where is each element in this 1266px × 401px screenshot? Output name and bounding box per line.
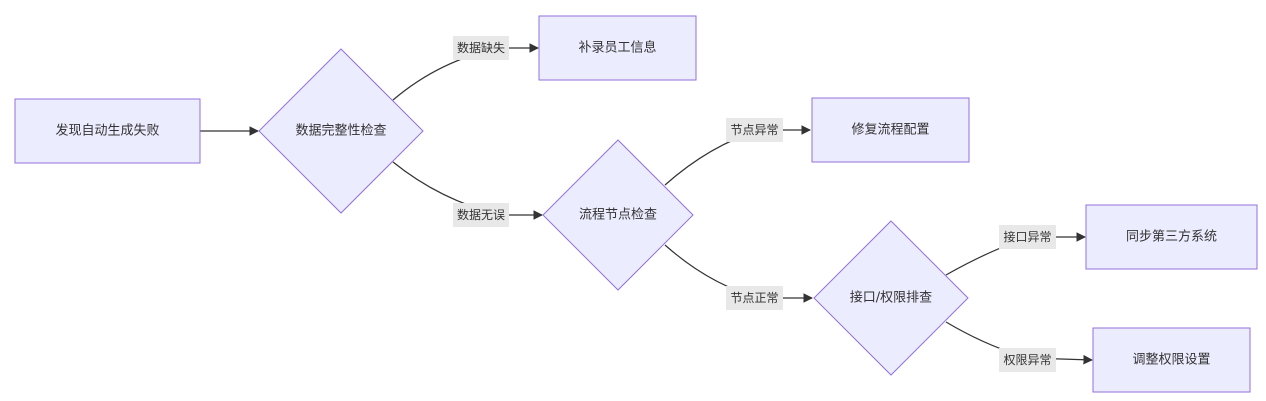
edge-label-node-normal: 节点正常	[726, 286, 783, 310]
node-start-label: 发现自动生成失败	[55, 123, 159, 139]
node-flow-check: 流程节点检查	[542, 139, 694, 291]
node-fix-config: 修复流程配置	[811, 97, 970, 163]
edge-label-data-missing: 数据缺失	[453, 36, 509, 60]
node-sync: 同步第三方系统	[1085, 204, 1258, 270]
edge-label-perm-abnormal-text: 权限异常	[1003, 353, 1051, 367]
node-flow-check-label: 流程节点检查	[579, 208, 657, 223]
edge-label-api-abnormal-text: 接口异常	[1003, 229, 1051, 244]
edge-label-data-ok: 数据无误	[453, 203, 509, 227]
node-api-check: 接口/权限排查	[813, 220, 969, 376]
node-fix-config-label: 修复流程配置	[851, 123, 929, 138]
edge-label-api-abnormal: 接口异常	[999, 225, 1056, 249]
edge-label-node-abnormal: 节点异常	[726, 118, 783, 142]
edge-label-perm-abnormal: 权限异常	[999, 348, 1056, 372]
node-adjust: 调整权限设置	[1092, 327, 1251, 393]
node-fill-info: 补录员工信息	[538, 15, 697, 81]
edge-label-data-ok-text: 数据无误	[457, 207, 505, 222]
node-fill-info-label: 补录员工信息	[578, 40, 656, 56]
node-start: 发现自动生成失败	[14, 98, 201, 164]
node-api-check-label: 接口/权限排查	[850, 290, 932, 306]
node-adjust-label: 调整权限设置	[1132, 352, 1210, 368]
edge-label-data-missing-text: 数据缺失	[457, 40, 505, 55]
edge-label-node-abnormal-text: 节点异常	[730, 123, 778, 137]
edge-label-node-normal-text: 节点正常	[730, 291, 778, 305]
node-data-check-label: 数据完整性检查	[295, 124, 386, 139]
node-sync-label: 同步第三方系统	[1126, 229, 1217, 245]
node-data-check: 数据完整性检查	[258, 48, 424, 214]
